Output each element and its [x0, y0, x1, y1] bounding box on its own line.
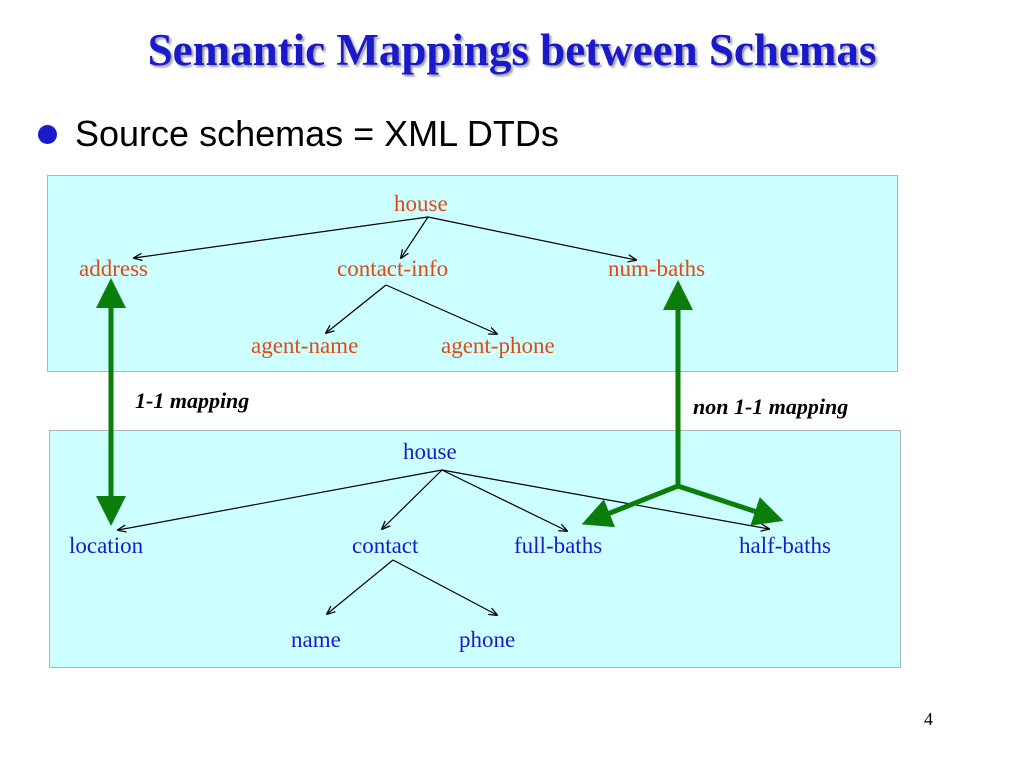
- target-node-contact: contact: [352, 533, 419, 558]
- edge-contact-info-agent-phone: [385, 284, 497, 334]
- bullet-item: Source schemas = XML DTDs: [38, 112, 559, 156]
- edge-contact-info-agent-name: [326, 284, 387, 333]
- target-node-location: location: [69, 533, 144, 558]
- slide-title: Semantic Mappings between Schemas: [147, 25, 877, 75]
- edge-house-contact: [382, 469, 443, 529]
- source-node-num-baths: num-baths: [608, 256, 706, 281]
- edge-house-contact-info: [401, 216, 429, 258]
- source-node-agent-name: agent-name: [251, 333, 359, 358]
- edge-house-num-baths: [427, 216, 636, 260]
- target-schema-panel: [49, 430, 901, 668]
- bullet-text: Source schemas = XML DTDs: [75, 113, 559, 154]
- page-number: 4: [924, 709, 933, 729]
- edge-contact-phone: [392, 559, 497, 615]
- source-node-house: house: [394, 191, 448, 216]
- source-schema-panel: [47, 175, 898, 372]
- edge-contact-name: [327, 559, 394, 614]
- target-node-phone: phone: [459, 627, 516, 652]
- target-node-house: house: [403, 439, 457, 464]
- target-node-half-baths: half-baths: [739, 533, 831, 558]
- source-node-agent-phone: agent-phone: [441, 333, 555, 358]
- source-node-address: address: [79, 256, 148, 281]
- bullet-dot-icon: [38, 124, 57, 144]
- edge-house-address: [134, 216, 429, 258]
- source-node-contact-info: contact-info: [337, 256, 449, 281]
- edge-house-location: [118, 469, 443, 530]
- target-node-name: name: [291, 627, 341, 652]
- one-to-one-mapping-label: 1-1 mapping: [135, 388, 250, 413]
- edge-house-full-baths: [441, 469, 567, 531]
- target-node-full-baths: full-baths: [514, 533, 603, 558]
- full-baths-mapping-arrow: [581, 483, 679, 528]
- non-one-to-one-mapping-label: non 1-1 mapping: [693, 394, 849, 419]
- half-baths-mapping-arrow: [677, 483, 784, 526]
